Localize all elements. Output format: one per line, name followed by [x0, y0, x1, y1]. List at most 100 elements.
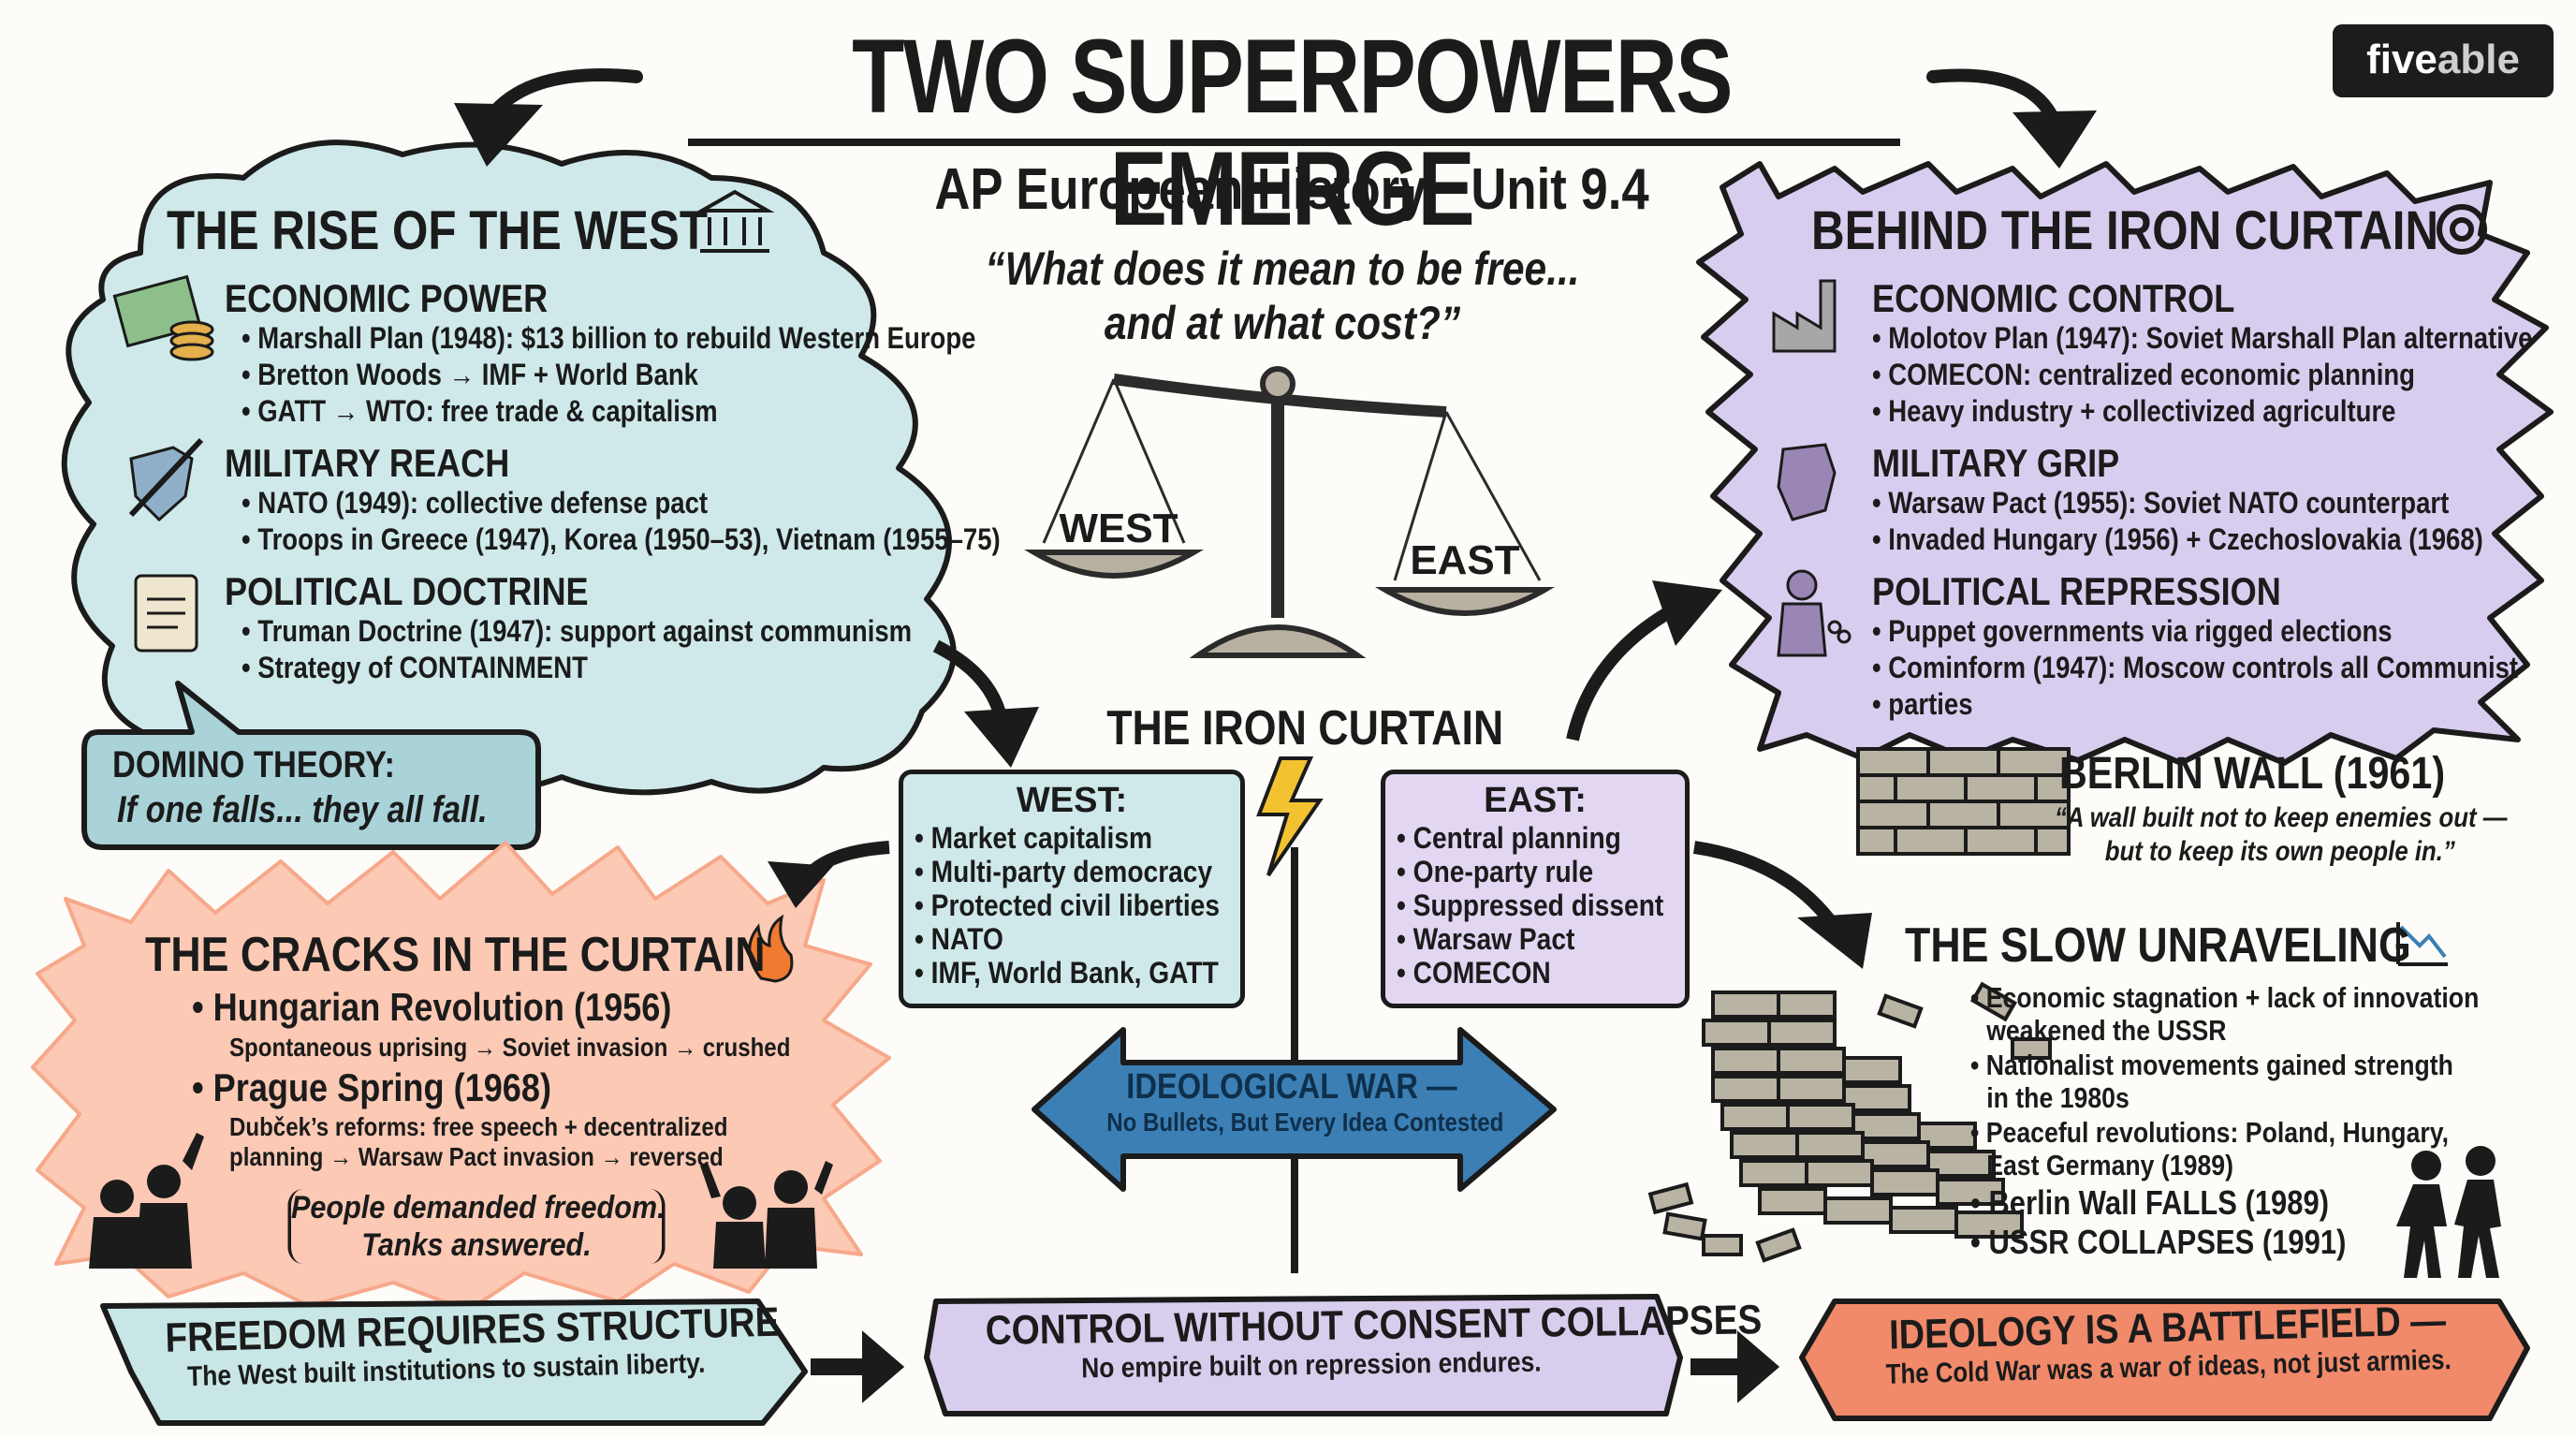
walking-people-icon	[2396, 1146, 2501, 1278]
list-item: Marshall Plan (1948): $13 billion to reb…	[242, 320, 975, 357]
domino-title: DOMINO THEORY:	[112, 744, 395, 785]
ideological-war-title: IDEOLOGICAL WAR —	[1126, 1067, 1457, 1107]
berlin-wall-quote: “A wall built not to keep enemies out — …	[2055, 801, 2508, 869]
scale-west-label: WEST	[1059, 506, 1178, 551]
banner-ideology: IDEOLOGY IS A BATTLEFIELD — The Cold War…	[1869, 1298, 2466, 1393]
list-item: Protected civil liberties	[915, 888, 1220, 922]
east-military-heading: MILITARY GRIP	[1872, 441, 2120, 485]
protesters-right-icon	[700, 1161, 833, 1269]
west-box-list: Market capitalism Multi-party democracy …	[915, 821, 1220, 990]
list-item: • Berlin Wall FALLS (1989)	[1970, 1183, 2330, 1222]
list-item: Heavy industry + collectivized agricultu…	[1872, 393, 2532, 430]
banner-control: CONTROL WITHOUT CONSENT COLLAPSES No emp…	[985, 1297, 1762, 1387]
ideological-war-subtitle: No Bullets, But Every Idea Contested	[1106, 1108, 1504, 1137]
banner-2-shape	[924, 1294, 1683, 1416]
list-item: Suppressed dissent	[1397, 888, 1664, 922]
domino-text: If one falls... they all fall.	[117, 789, 488, 830]
east-panel-title: BEHIND THE IRON CURTAIN	[1811, 200, 2439, 261]
east-economic-list: Molotov Plan (1947): Soviet Marshall Pla…	[1872, 320, 2532, 430]
scroll-icon	[134, 574, 198, 653]
flow-arrow-curtain-to-unravel	[1692, 841, 1840, 932]
fiveable-logo[interactable]: fiveable	[2333, 24, 2554, 97]
domino-bubble-shape	[81, 681, 541, 850]
west-box-title: WEST:	[1016, 781, 1128, 820]
unraveling-list: • Economic stagnation + lack of innovati…	[1970, 981, 2479, 1262]
west-political-heading: POLITICAL DOCTRINE	[225, 569, 589, 613]
banner-arrow-1	[811, 1330, 905, 1403]
list-item: • Peaceful revolutions: Poland, Hungary,…	[1970, 1116, 2479, 1181]
west-comparison-box: WEST: Market capitalism Multi-party demo…	[899, 770, 1245, 1008]
shield-sword-icon	[128, 437, 204, 522]
central-question-line-2: and at what cost?”	[1104, 297, 1461, 349]
list-item: Multi-party democracy	[915, 855, 1212, 888]
cracks-quote-line-2: Tanks answered.	[361, 1227, 592, 1263]
event-heading-text: Hungarian Revolution (1956)	[212, 985, 672, 1029]
east-military-list: Warsaw Pact (1955): Soviet NATO counterp…	[1872, 485, 2483, 558]
scale-east-label: EAST	[1410, 537, 1520, 583]
list-item: Strategy of CONTAINMENT	[242, 650, 912, 686]
west-military-list: NATO (1949): collective defense pact Tro…	[242, 485, 1000, 558]
list-item: Bretton Woods → IMF + World Bank	[242, 357, 975, 393]
list-item: Truman Doctrine (1947): support against …	[242, 613, 912, 650]
logo-text-1: five	[2366, 37, 2437, 82]
west-economic-heading: ECONOMIC POWER	[225, 276, 549, 320]
list-item-line: Berlin Wall FALLS (1989)	[1988, 1183, 2330, 1222]
list-item: • Nationalist movements gained strength …	[1970, 1049, 2479, 1114]
list-item: Market capitalism	[915, 821, 1201, 855]
factory-icon	[1772, 279, 1837, 353]
list-item: Central planning	[1397, 821, 1650, 855]
iron-curtain-title: THE IRON CURTAIN	[1106, 701, 1504, 756]
top-right-arrow	[1926, 68, 2061, 128]
fist-icon	[1777, 443, 1837, 521]
hungarian-revolution-heading: • Hungarian Revolution (1956)	[192, 985, 672, 1029]
bank-icon	[695, 189, 775, 253]
hungarian-revolution-detail: Spontaneous uprising → Soviet invasion →…	[229, 1033, 791, 1062]
west-panel-title: THE RISE OF THE WEST	[167, 200, 708, 261]
east-political-heading: POLITICAL REPRESSION	[1872, 569, 2281, 613]
flow-arrow-curtain-to-east-head	[1652, 580, 1722, 646]
list-item: GATT → WTO: free trade & capitalism	[242, 393, 975, 430]
crumbling-wall-icon	[1647, 981, 2052, 1263]
prague-spring-heading: • Prague Spring (1968)	[192, 1065, 551, 1109]
west-economic-list: Marshall Plan (1948): $13 billion to reb…	[242, 320, 975, 430]
central-question: “What does it mean to be free... and at …	[941, 242, 1625, 350]
list-item-line: weakened the USSR	[1986, 1014, 2227, 1047]
chained-official-icon	[1777, 569, 1852, 657]
prague-detail-line-2: planning → Warsaw Pact invasion → revers…	[229, 1142, 724, 1171]
list-item-line: Economic stagnation + lack of innovation	[1985, 981, 2480, 1014]
event-heading-text: Prague Spring (1968)	[212, 1065, 551, 1109]
cracks-panel-title: THE CRACKS IN THE CURTAIN	[145, 928, 766, 982]
list-item: Troops in Greece (1947), Korea (1950–53)…	[242, 521, 1000, 558]
list-item-line: Nationalist movements gained strength	[1985, 1049, 2453, 1081]
brick-wall-icon	[1856, 747, 2071, 856]
list-item: Puppet governments via rigged elections	[1872, 613, 2518, 650]
ideological-war-label: IDEOLOGICAL WAR — No Bullets, But Every …	[1076, 1067, 1507, 1138]
protesters-left-icon	[89, 1133, 204, 1269]
berlin-wall-quote-line-2: but to keep its own people in.”	[2104, 836, 2455, 867]
cracks-flame-shape	[31, 841, 891, 1313]
prague-spring-detail: Dubček’s reforms: free speech + decentra…	[229, 1112, 727, 1172]
list-item: Cominform (1947): Moscow controls all Co…	[1872, 650, 2518, 686]
page-title: TWO SUPERPOWERS EMERGE	[852, 18, 1733, 247]
east-box-title: EAST:	[1484, 781, 1587, 820]
banner-3-shape	[1799, 1299, 2530, 1421]
list-item-line: East Germany (1989)	[1986, 1149, 2233, 1181]
list-item: COMECON: centralized economic planning	[1872, 357, 2532, 393]
list-item: IMF, World Bank, GATT	[915, 956, 1219, 990]
west-political-list: Truman Doctrine (1947): support against …	[242, 613, 912, 686]
ideological-war-arrow	[1032, 1027, 1557, 1192]
flame-icon	[748, 914, 794, 983]
list-item: • Economic stagnation + lack of innovati…	[1970, 981, 2480, 1047]
cracks-quote: People demanded freedom. Tanks answered.	[287, 1189, 666, 1264]
banner-freedom: FREEDOM REQUIRES STRUCTURE The West buil…	[165, 1299, 780, 1395]
balance-scale-icon	[1023, 366, 1556, 658]
page-subtitle: AP European History · Unit 9.4	[934, 157, 1649, 222]
east-political-list: Puppet governments via rigged elections …	[1872, 613, 2518, 723]
east-comparison-box: EAST: Central planning One-party rule Su…	[1381, 770, 1690, 1008]
flow-arrow-curtain-to-cracks-head	[768, 861, 833, 908]
list-item: • USSR COLLAPSES (1991)	[1970, 1223, 2347, 1261]
chart-down-icon	[2396, 922, 2448, 966]
list-item: Warsaw Pact	[1397, 922, 1650, 956]
logo-text-2: able	[2437, 37, 2520, 82]
prague-detail-line-1: Dubček’s reforms: free speech + decentra…	[229, 1112, 728, 1141]
